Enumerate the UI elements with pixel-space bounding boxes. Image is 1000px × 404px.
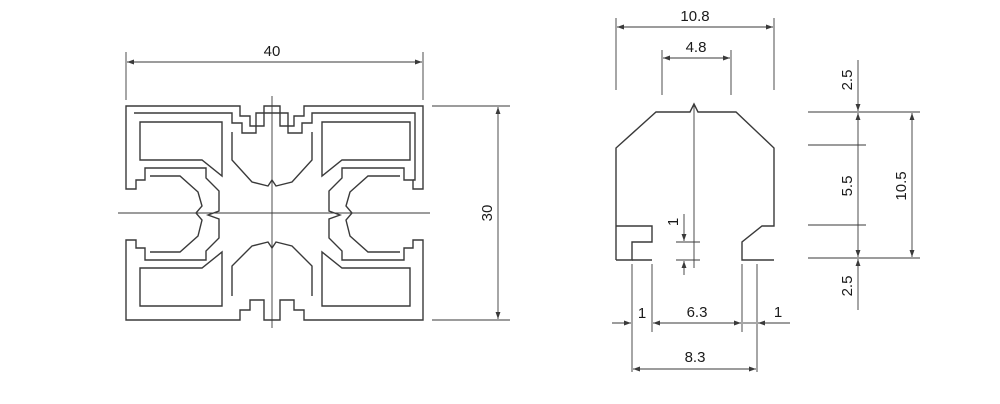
dim-right-wall-label: 1 <box>774 304 782 321</box>
dim-total-height-label: 10.5 <box>893 171 910 200</box>
dim-top-offset-label: 2.5 <box>839 70 856 91</box>
cavity-lower-right <box>321 250 411 307</box>
dim-left-wall-label: 1 <box>638 305 646 322</box>
cavity-upper-left <box>139 121 223 178</box>
dim-width-label: 40 <box>264 43 281 60</box>
dim-base-width-label: 8.3 <box>685 349 706 366</box>
dim-opening-label: 4.8 <box>686 39 707 56</box>
cavity-lower-left <box>139 250 223 307</box>
dim-overall-width-label: 10.8 <box>680 8 709 25</box>
dim-middle-label: 5.5 <box>839 176 856 197</box>
left-view-dimensions: 40 30 <box>125 43 510 321</box>
profile-cross-section <box>118 96 430 328</box>
profile-inner-wall <box>134 112 416 181</box>
profile-outline <box>125 105 424 321</box>
dim-bottom-offset-label: 2.5 <box>839 276 856 297</box>
pocket-right <box>345 175 400 253</box>
dim-height-label: 30 <box>479 205 496 222</box>
right-view-dimensions: 10.8 4.8 2.5 5.5 2.5 10.5 1 1 <box>612 8 920 372</box>
cavity-upper-right <box>321 121 411 178</box>
slot-lip-left <box>616 225 653 261</box>
slot-detail <box>615 102 775 268</box>
slot-outline <box>615 102 775 261</box>
dim-inner-width-label: 6.3 <box>687 304 708 321</box>
pocket-left <box>150 175 203 253</box>
dim-lip-thickness-label: 1 <box>665 218 682 226</box>
